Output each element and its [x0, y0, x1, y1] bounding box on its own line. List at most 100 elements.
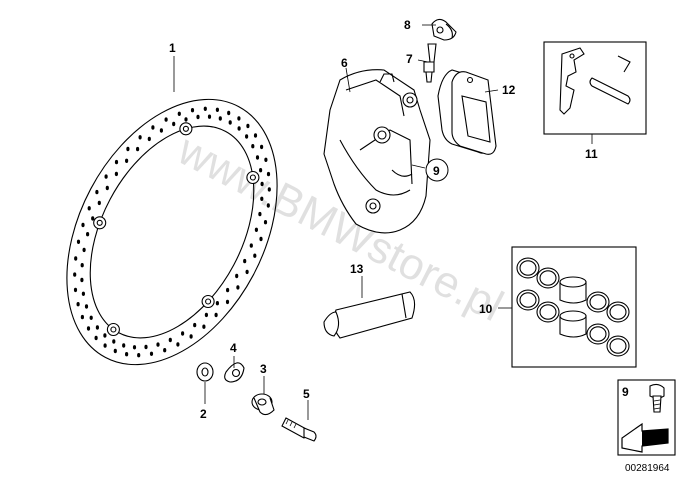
disc-hole	[196, 114, 200, 120]
bleeder-valve-part-7	[423, 43, 437, 83]
disc-hole	[253, 253, 257, 258]
disc-hole	[266, 171, 271, 177]
seal-ring	[536, 301, 560, 323]
seal-ring	[539, 270, 557, 286]
callout-6: 6	[341, 56, 348, 70]
disc-hole	[87, 206, 91, 211]
pistons	[559, 276, 587, 338]
disc-hole	[132, 345, 137, 350]
disc-hole	[214, 312, 218, 318]
disc-hole	[144, 344, 148, 350]
disc-hole	[184, 117, 188, 122]
disc-hole	[189, 334, 193, 339]
callout-13: 13	[350, 262, 364, 276]
seal-ring	[609, 304, 627, 320]
mounting-lug-hole	[249, 174, 256, 181]
seal-rings	[516, 257, 630, 357]
disc-hole	[94, 335, 98, 341]
mounting-lug-hole	[182, 125, 189, 132]
disc-hole	[76, 239, 81, 244]
seal-ring	[586, 323, 610, 345]
callout-5: 5	[303, 387, 310, 401]
disc-hole	[159, 128, 163, 133]
bushing-part-3	[251, 393, 275, 416]
disc-hole	[114, 159, 119, 165]
disc-hole	[122, 343, 126, 348]
disc-hole	[254, 227, 258, 232]
bolt-part-5	[281, 417, 317, 442]
disc-hole	[91, 216, 95, 221]
mounting-lug	[179, 122, 193, 136]
disc-hole	[218, 116, 222, 121]
disc-hole	[207, 114, 212, 119]
disc-hole	[80, 277, 84, 283]
disc-hole	[243, 258, 247, 264]
disc-hole	[81, 291, 85, 296]
disc-hole	[103, 333, 107, 338]
disc-hole	[105, 185, 109, 191]
disc-hole	[253, 133, 258, 138]
disc-hole	[190, 108, 195, 113]
disc-hole	[235, 273, 239, 279]
disc-hole	[156, 342, 160, 347]
disc-hole	[259, 168, 263, 173]
disc-hole	[237, 116, 241, 121]
disc-hole	[125, 158, 129, 163]
callout-1: 1	[169, 41, 176, 55]
seal-ring	[519, 292, 537, 308]
disc-hole	[258, 211, 262, 217]
disc-hole	[86, 232, 90, 237]
disc-hole	[168, 337, 172, 343]
disc-hole	[149, 351, 154, 356]
disc-hole	[89, 315, 93, 320]
disc-hole	[228, 120, 232, 125]
disc-hole	[225, 299, 230, 305]
washer-part-2	[196, 362, 214, 382]
disc-hole	[151, 125, 155, 130]
disc-hole	[177, 111, 181, 117]
legend-label-9: 9	[622, 385, 629, 399]
disc-hole	[176, 342, 180, 347]
disc-hole	[104, 174, 108, 179]
disc-hole	[95, 325, 99, 330]
callout-9: 9	[433, 164, 440, 178]
disc-hole	[260, 144, 264, 150]
disc-hole	[260, 196, 264, 201]
disc-hole	[236, 285, 240, 290]
disc-hole	[81, 222, 85, 228]
disc-hole	[125, 352, 129, 357]
seal-ring	[589, 326, 607, 342]
disc-hole	[255, 155, 260, 160]
disc-hole	[136, 146, 140, 152]
mounting-lug	[246, 170, 260, 185]
disc-hole	[172, 121, 176, 127]
disc-mounting-lugs	[93, 122, 260, 337]
seal-ring	[609, 338, 627, 354]
disc-hole	[112, 339, 116, 344]
disc-hole	[245, 134, 249, 139]
disc-hole	[147, 136, 151, 142]
disc-hole	[73, 272, 77, 277]
leader-lines	[173, 24, 593, 420]
disc-hole	[204, 312, 208, 318]
disc-hole	[114, 171, 118, 177]
callout-3: 3	[260, 362, 267, 376]
callout-7: 7	[406, 52, 413, 66]
disc-hole	[138, 135, 142, 140]
mounting-lug-hole	[110, 326, 117, 333]
callout-2: 2	[200, 407, 207, 421]
disc-hole	[86, 326, 91, 331]
diagram-code: 00281964	[625, 463, 670, 474]
disc-hole	[264, 157, 268, 162]
seal-ring	[589, 294, 607, 310]
disc-hole	[251, 144, 255, 149]
callout-11: 11	[585, 147, 598, 161]
seal-ring	[586, 291, 610, 313]
seal-ring	[519, 260, 537, 276]
legend-screw-box: 9	[617, 379, 676, 456]
bleeder-cap-part-8	[431, 18, 457, 41]
seal-ring	[606, 335, 630, 357]
disc-hole	[246, 123, 250, 129]
callout-8: 8	[404, 18, 411, 32]
disc-hole	[73, 287, 78, 293]
